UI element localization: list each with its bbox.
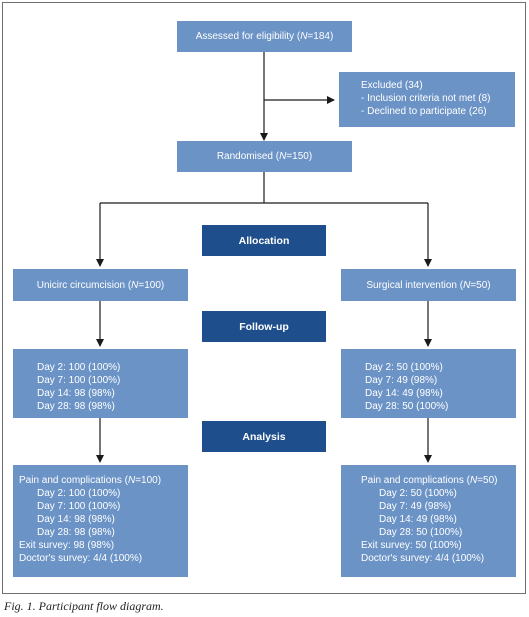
analysis-day: Day 28: 50 (100%) bbox=[379, 527, 463, 538]
stage-label-allocation: Allocation bbox=[202, 225, 326, 256]
analysis-left-box: Pain and complications (N=100) Day 2: 10… bbox=[13, 465, 188, 577]
doctor-survey: Doctor's survey: 4/4 (100%) bbox=[19, 553, 143, 564]
analysis-day: Day 14: 49 (98%) bbox=[379, 514, 457, 525]
followup-day: Day 2: 100 (100%) bbox=[37, 362, 121, 373]
followup-day: Day 14: 98 (98%) bbox=[37, 388, 115, 399]
analysis-day: Day 2: 50 (100%) bbox=[379, 488, 457, 499]
surgical-arm-box: Surgical intervention (N=50) bbox=[341, 269, 516, 301]
followup-right-box: Day 2: 50 (100%) Day 7: 49 (98%) Day 14:… bbox=[341, 349, 516, 418]
assessed-box: Assessed for eligibility (N=184) bbox=[177, 21, 352, 52]
analysis-day: Day 14: 98 (98%) bbox=[37, 514, 115, 525]
analysis-header: Pain and complications (N=50) bbox=[361, 475, 498, 486]
followup-day: Day 28: 98 (98%) bbox=[37, 401, 115, 412]
doctor-survey: Doctor's survey: 4/4 (100%) bbox=[361, 553, 485, 564]
excluded-title: Excluded (34) bbox=[361, 80, 423, 91]
analysis-day: Day 7: 100 (100%) bbox=[37, 501, 121, 512]
followup-left-box: Day 2: 100 (100%) Day 7: 100 (100%) Day … bbox=[13, 349, 188, 418]
unicirc-arm-box: Unicirc circumcision (N=100) bbox=[13, 269, 188, 301]
analysis-right-box: Pain and complications (N=50) Day 2: 50 … bbox=[341, 465, 516, 577]
followup-day: Day 7: 100 (100%) bbox=[37, 375, 121, 386]
analysis-day: Day 7: 49 (98%) bbox=[379, 501, 452, 512]
excluded-item: - Declined to participate (26) bbox=[361, 106, 487, 117]
figure-caption: Fig. 1. Participant flow diagram. bbox=[4, 599, 164, 613]
stage-label-followup: Follow-up bbox=[202, 311, 326, 342]
excluded-item: - Inclusion criteria not met (8) bbox=[361, 93, 491, 104]
exit-survey: Exit survey: 98 (98%) bbox=[19, 540, 115, 551]
exit-survey: Exit survey: 50 (100%) bbox=[361, 540, 462, 551]
followup-day: Day 2: 50 (100%) bbox=[365, 362, 443, 373]
stage-label-analysis: Analysis bbox=[202, 421, 326, 452]
analysis-header: Pain and complications (N=100) bbox=[19, 475, 162, 486]
followup-day: Day 14: 49 (98%) bbox=[365, 388, 443, 399]
analysis-day: Day 28: 98 (98%) bbox=[37, 527, 115, 538]
followup-day: Day 7: 49 (98%) bbox=[365, 375, 438, 386]
analysis-day: Day 2: 100 (100%) bbox=[37, 488, 121, 499]
randomised-box: Randomised (N=150) bbox=[177, 141, 352, 172]
followup-day: Day 28: 50 (100%) bbox=[365, 401, 449, 412]
excluded-box: Excluded (34) - Inclusion criteria not m… bbox=[339, 72, 515, 127]
